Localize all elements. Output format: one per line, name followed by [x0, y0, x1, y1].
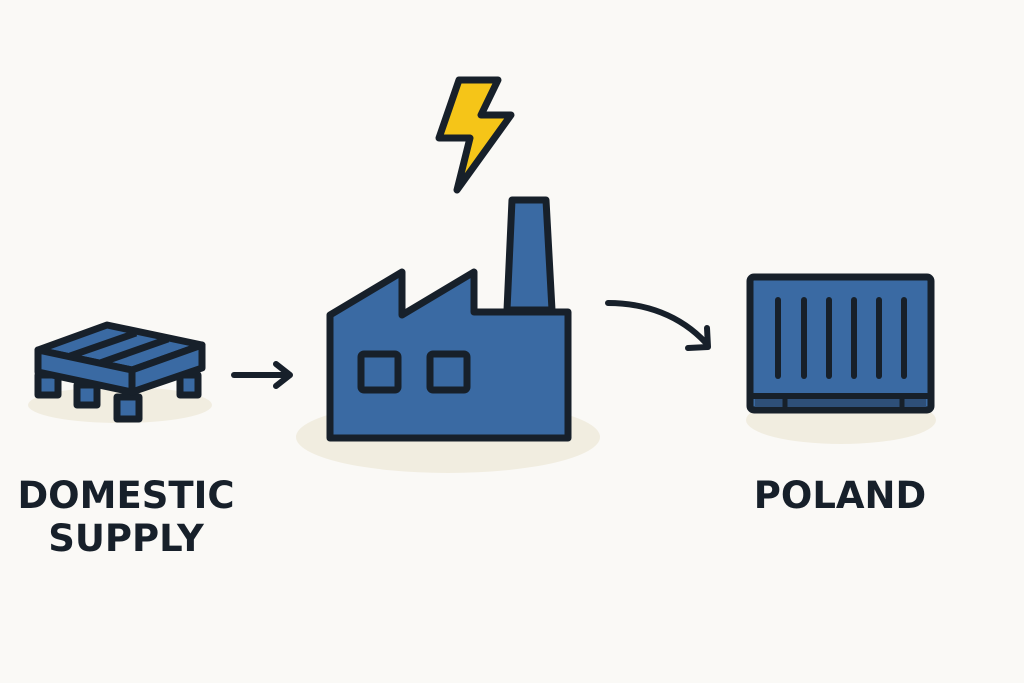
- factory-window: [426, 350, 471, 394]
- domestic-supply-label-line1: DOMESTIC: [17, 474, 235, 517]
- shipping-container-icon: [746, 273, 935, 414]
- arrow-factory-to-poland: [605, 300, 711, 351]
- lightning-bolt-icon: [435, 76, 515, 194]
- domestic-supply-label: DOMESTIC SUPPLY: [6, 474, 246, 560]
- pallet-icon: [34, 321, 206, 423]
- poland-label: POLAND: [753, 474, 927, 517]
- factory-icon: [326, 196, 572, 442]
- factory-window: [357, 350, 402, 394]
- arrow-supply-to-factory: [231, 361, 293, 389]
- domestic-supply-label-line2: SUPPLY: [48, 517, 204, 560]
